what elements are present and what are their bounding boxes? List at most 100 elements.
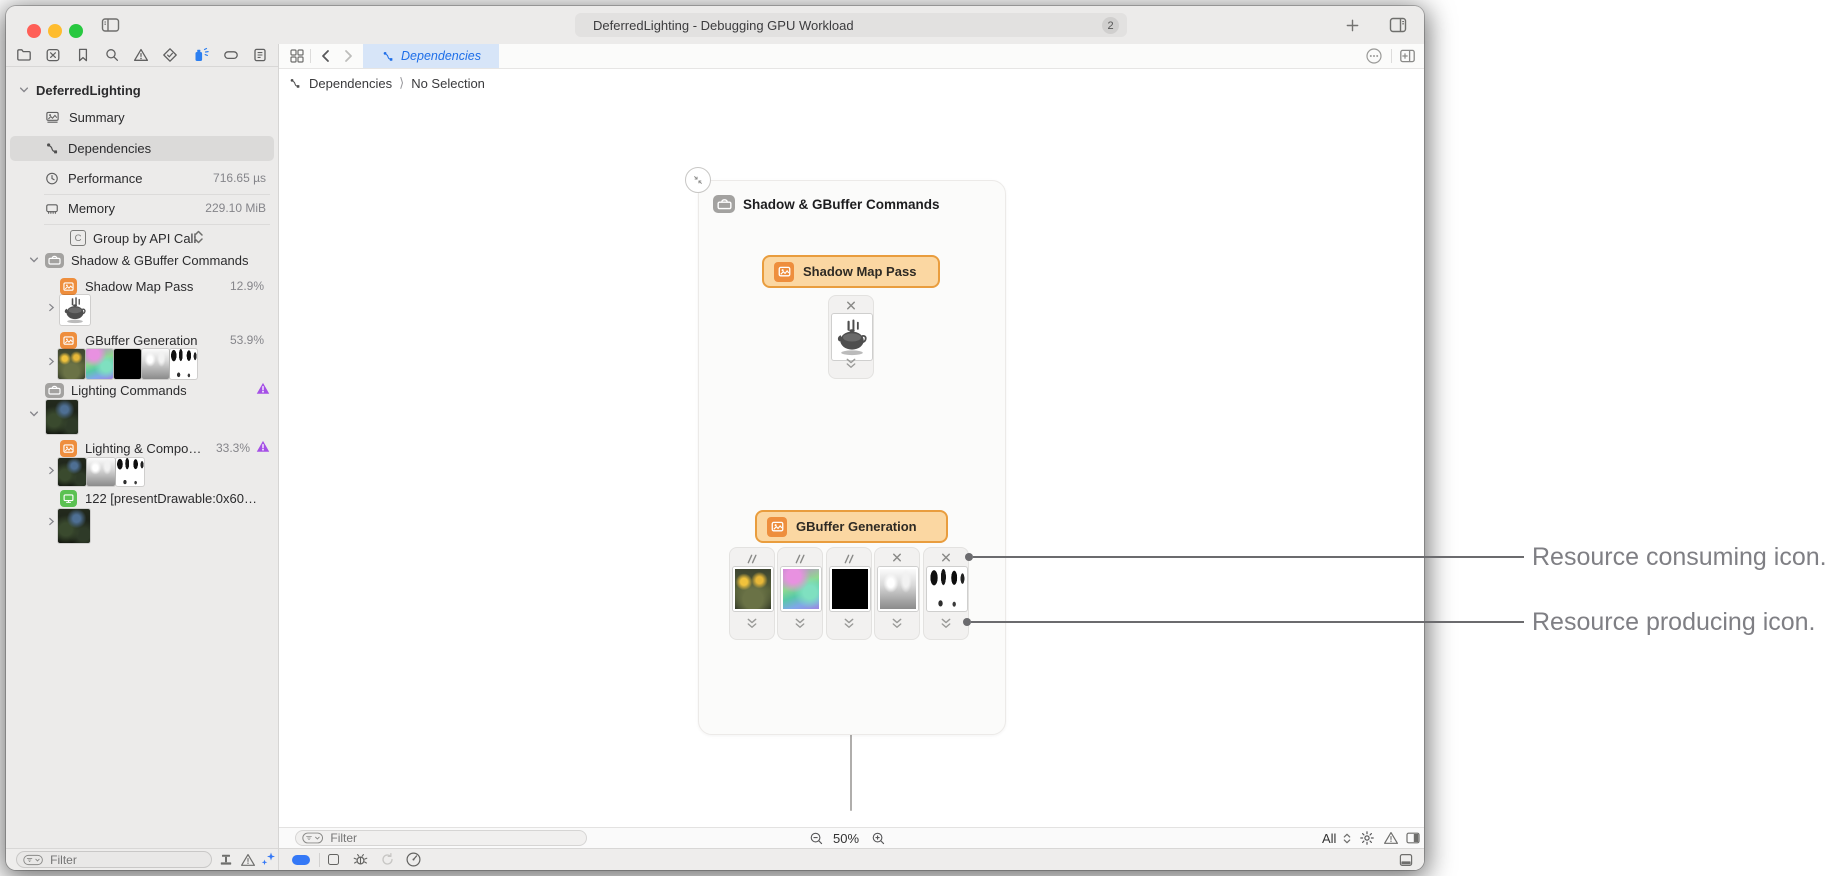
lighting-shadow-thumbnail[interactable]: [116, 458, 144, 486]
titlebar: DeferredLighting - Debugging GPU Workloa…: [6, 6, 1424, 44]
tab-count-badge: 2: [1102, 17, 1119, 34]
refresh-icon[interactable]: [380, 852, 395, 867]
gbuffer-albedo-thumbnail[interactable]: [58, 349, 85, 379]
flatten-hierarchy-icon[interactable]: [218, 852, 234, 868]
lighting-output-thumbnail[interactable]: [58, 458, 86, 486]
chevron-right-icon[interactable]: [46, 515, 57, 530]
graph-settings-gear-icon[interactable]: [1359, 830, 1375, 846]
breadcrumb-root[interactable]: Dependencies: [309, 75, 393, 91]
zoom-in-icon[interactable]: [871, 831, 886, 846]
sidebar-item-performance[interactable]: Performance: [44, 166, 142, 190]
graph-filter-field[interactable]: [295, 830, 587, 846]
toggle-sidebar-icon[interactable]: [100, 17, 120, 33]
dependency-graph-canvas[interactable]: Shadow & GBuffer Commands Shadow Map Pas…: [279, 98, 1424, 827]
sidebar-item-dependencies[interactable]: Dependencies: [44, 136, 151, 160]
reports-navigator-icon[interactable]: [252, 47, 268, 63]
chevron-down-icon[interactable]: [28, 254, 40, 266]
resource-producing-icon: [939, 617, 954, 635]
shadow-map-thumbnail[interactable]: [60, 295, 90, 325]
gbuffer-depth-thumbnail[interactable]: [142, 349, 169, 379]
tests-navigator-icon[interactable]: [162, 47, 178, 63]
present-drawable-thumbnail[interactable]: [58, 509, 90, 543]
gbuffer-normals-thumbnail[interactable]: [86, 349, 113, 379]
memory-label: Memory: [68, 200, 115, 216]
project-navigator-icon[interactable]: [16, 47, 32, 63]
window-title-tab[interactable]: DeferredLighting - Debugging GPU Workloa…: [575, 13, 1127, 37]
tab-overview-icon[interactable]: [1388, 16, 1408, 33]
gpu-capsule-navigator-icon[interactable]: [223, 47, 239, 63]
symbols-navigator-icon[interactable]: [45, 47, 61, 63]
lighting-depth-thumbnail[interactable]: [87, 458, 115, 486]
albedo-texture-thumbnail[interactable]: [733, 567, 773, 611]
tab-dependencies[interactable]: Dependencies: [363, 44, 499, 68]
back-icon[interactable]: [318, 48, 334, 64]
gbuffer-generation-node[interactable]: GBuffer Generation: [755, 510, 948, 543]
collapse-group-button[interactable]: [685, 167, 711, 193]
chevron-down-icon[interactable]: [18, 84, 30, 96]
graph-issues-icon[interactable]: [1383, 830, 1399, 846]
issues-navigator-icon[interactable]: [133, 47, 149, 63]
sidebar-item-gbuffer-generation[interactable]: GBuffer Generation: [60, 328, 198, 352]
bottom-panel-toggle-icon[interactable]: [1398, 852, 1414, 868]
close-window-button[interactable]: [27, 24, 41, 38]
gauge-icon[interactable]: [405, 851, 422, 868]
debug-bug-icon[interactable]: [352, 851, 369, 868]
depth-texture-thumbnail[interactable]: [878, 567, 918, 611]
forward-icon[interactable]: [340, 48, 356, 64]
sidebar-item-project[interactable]: DeferredLighting: [18, 78, 141, 102]
updown-chevron-icon[interactable]: [192, 228, 205, 249]
breakpoints-toggle-icon[interactable]: [292, 855, 310, 865]
sidebar-item-lighting-composition[interactable]: Lighting & Compo…: [60, 436, 201, 460]
stop-button-icon[interactable]: [328, 854, 339, 865]
divider: [1391, 49, 1392, 63]
render-pass-icon: [767, 516, 787, 537]
new-tab-button[interactable]: [1344, 17, 1360, 33]
show-issues-icon[interactable]: [240, 852, 256, 868]
sidebar-item-present-drawable[interactable]: 122 [presentDrawable:0x60…: [60, 486, 257, 510]
gbuffer-shadow-card[interactable]: [923, 547, 969, 640]
more-options-icon[interactable]: [1365, 47, 1383, 65]
debug-navigator-icon[interactable]: [192, 47, 210, 63]
zoom-out-icon[interactable]: [809, 831, 824, 846]
right-panel-toggle-icon[interactable]: [1405, 830, 1421, 846]
scope-selector[interactable]: All: [1322, 831, 1337, 846]
gbuffer-normals-card[interactable]: [777, 547, 823, 640]
filter-icon[interactable]: [302, 832, 324, 844]
chevron-down-icon[interactable]: [28, 408, 40, 423]
sidebar-item-shadow-map-pass[interactable]: Shadow Map Pass: [60, 274, 193, 298]
sidebar-item-summary[interactable]: Summary: [44, 105, 125, 129]
chevron-right-icon[interactable]: [46, 464, 57, 479]
gbuffer-emissive-card[interactable]: [826, 547, 872, 640]
chevron-right-icon[interactable]: [46, 301, 57, 316]
normals-texture-thumbnail[interactable]: [781, 567, 821, 611]
lighting-commands-thumbnail[interactable]: [46, 400, 78, 434]
shadow-map-pass-node[interactable]: Shadow Map Pass: [762, 255, 940, 288]
gbuffer-albedo-card[interactable]: [729, 547, 775, 640]
sparkles-icon[interactable]: [260, 851, 277, 868]
group-by-api-call-selector[interactable]: C Group by API Call: [70, 226, 196, 250]
node-label: Shadow Map Pass: [803, 264, 917, 279]
add-editor-icon[interactable]: [1399, 48, 1416, 64]
zoom-window-button[interactable]: [69, 24, 83, 38]
gbuffer-depth-card[interactable]: [874, 547, 920, 640]
shadow-map-texture-thumbnail[interactable]: [832, 314, 872, 360]
emissive-texture-thumbnail[interactable]: [830, 567, 870, 611]
dependencies-icon: [290, 78, 300, 88]
search-navigator-icon[interactable]: [104, 47, 120, 63]
graph-filter-input[interactable]: [328, 830, 580, 846]
sidebar-item-memory[interactable]: Memory: [44, 196, 115, 220]
filter-icon[interactable]: [23, 854, 43, 866]
sidebar-item-shadow-gbuffer-group[interactable]: Shadow & GBuffer Commands: [28, 248, 249, 272]
bookmark-navigator-icon[interactable]: [75, 47, 91, 63]
minimize-window-button[interactable]: [48, 24, 62, 38]
sidebar-filter-field[interactable]: [16, 851, 212, 868]
sidebar-item-lighting-commands[interactable]: Lighting Commands: [45, 378, 187, 402]
updown-chevron-icon[interactable]: [1342, 831, 1352, 851]
shadow-texture-thumbnail[interactable]: [927, 567, 967, 611]
chevron-right-icon[interactable]: [46, 355, 57, 370]
tab-grid-icon[interactable]: [289, 48, 305, 64]
shadow-map-resource-card[interactable]: [828, 295, 874, 379]
sidebar-filter-input[interactable]: [48, 851, 205, 868]
gbuffer-shadow-thumbnail[interactable]: [170, 349, 197, 379]
gbuffer-emissive-thumbnail[interactable]: [114, 349, 141, 379]
